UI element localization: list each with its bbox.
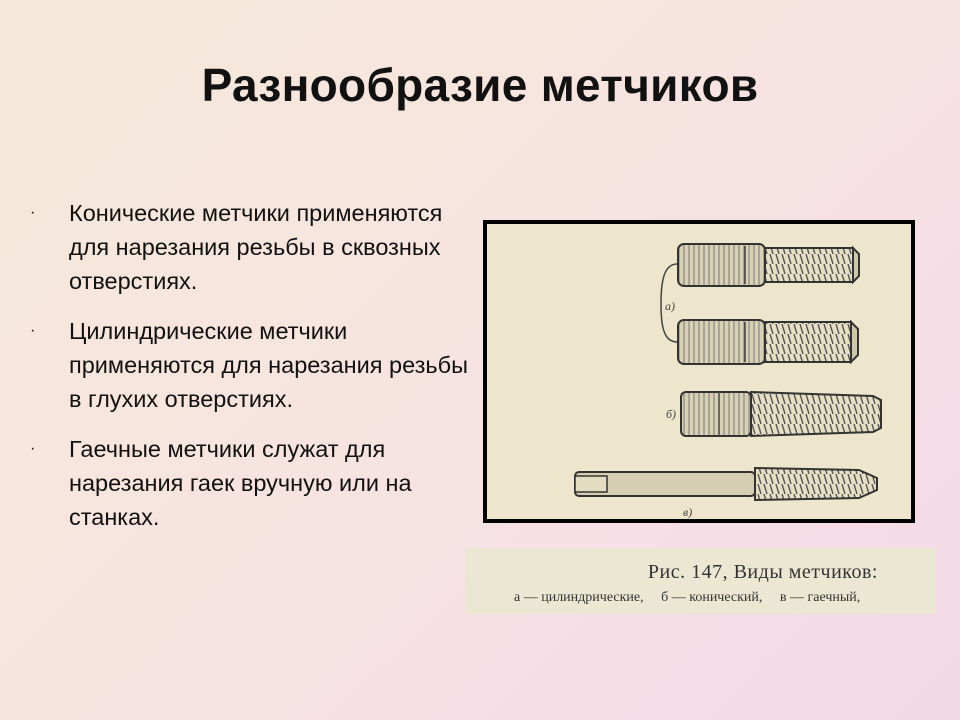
taps-drawing: а) б) в) [574,243,882,519]
figure-label-a: а) [665,299,675,313]
figure-label-c: в) [683,505,692,519]
caption-title: Рис. 147, Виды метчиков: [647,561,878,583]
bullet-text: Конические метчики применяются для нарез… [69,200,443,294]
caption-item-c: в — гаечный, [779,590,861,605]
caption-item-b: б — конический, [661,590,763,605]
bullet-item: · Гаечные метчики служат для нарезания г… [30,432,470,534]
brace-line [660,263,678,343]
slide-title: Разнообразие метчиков [201,59,759,111]
caption-item-a: а — цилиндрические, [514,590,644,605]
bullet-text: Цилиндрические метчики применяются для н… [69,318,469,412]
tap-cylindrical-2 [677,319,859,365]
caption-legend: а — цилиндрические, б — конический, в — … [514,590,874,606]
tap-conical [680,390,882,438]
tap-cylindrical-1 [677,243,860,287]
bullet-item: · Цилиндрические метчики применяются для… [30,314,470,416]
bullet-list: · Конические метчики применяются для нар… [30,196,470,550]
taps-illustration: а) б) в) [483,220,915,523]
bullet-text: Гаечные метчики служат для нарезания гае… [69,436,412,530]
bullet-marker: · [30,322,36,339]
figure-label-b: б) [666,407,676,421]
tap-nut [574,466,878,502]
bullet-marker: · [30,204,36,221]
bullet-marker: · [30,440,36,457]
figure-caption: Рис. 147, Виды метчиков: а — цилиндричес… [466,548,936,614]
bullet-item: · Конические метчики применяются для нар… [30,196,470,298]
